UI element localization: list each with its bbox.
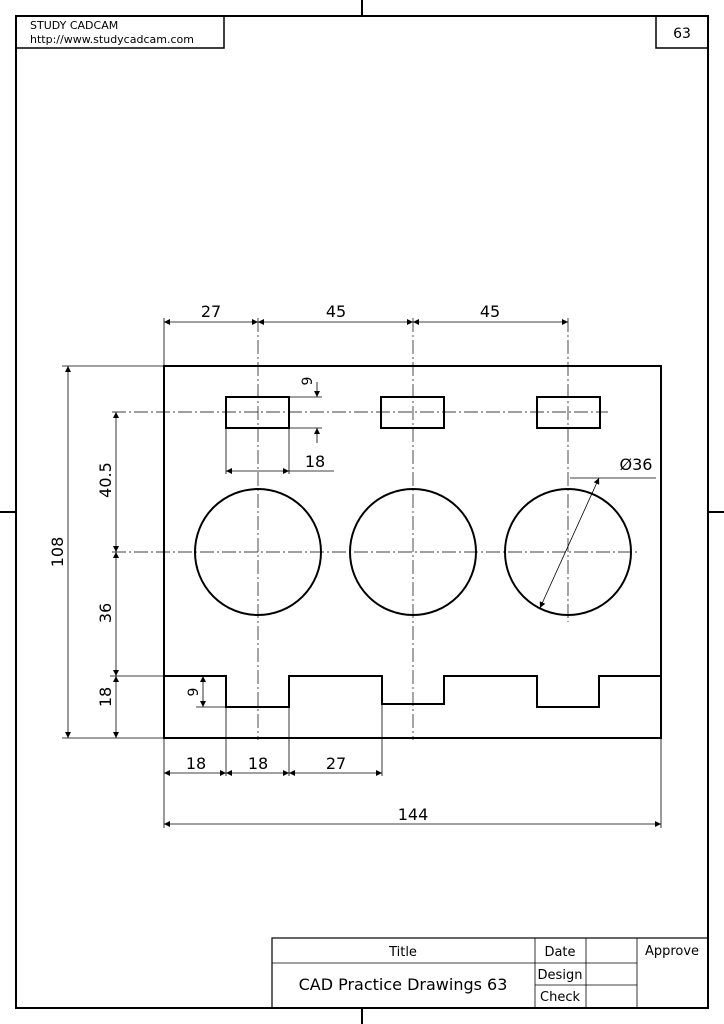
- dim-notch-depth: 9: [186, 688, 202, 697]
- dim-top-27: 27: [201, 302, 221, 321]
- dim-bottom-27: 27: [326, 754, 346, 773]
- dim-slot-height: 9: [300, 377, 316, 386]
- approve-label: Approve: [645, 944, 699, 959]
- slot-left: [225, 396, 290, 429]
- title-label: Title: [388, 945, 417, 960]
- dim-36: 36: [96, 603, 115, 623]
- company-url: http://www.studycadcam.com: [30, 33, 194, 46]
- dim-top-45-a: 45: [326, 302, 346, 321]
- dim-40-5: 40.5: [96, 462, 115, 498]
- dim-top-45-b: 45: [480, 302, 500, 321]
- slot-right: [536, 396, 601, 429]
- header-company-box: STUDY CADCAM http://www.studycadcam.com: [15, 15, 225, 49]
- dim-overall-width: 144: [398, 805, 429, 824]
- dim-slot-width: 18: [305, 452, 325, 471]
- title-block: Title CAD Practice Drawings 63 Date Desi…: [271, 937, 709, 1009]
- sheet-number-box: 63: [655, 15, 709, 49]
- company-name: STUDY CADCAM: [30, 19, 118, 32]
- dim-bottom-18-b: 18: [248, 754, 268, 773]
- dim-18-vertical: 18: [96, 687, 115, 707]
- dimension-lines: [62, 318, 662, 828]
- dim-bottom-18-a: 18: [186, 754, 206, 773]
- design-label: Design: [538, 968, 583, 983]
- check-label: Check: [540, 990, 580, 1005]
- date-label: Date: [544, 945, 575, 960]
- slot-middle: [380, 396, 445, 429]
- slots: [225, 396, 601, 429]
- dim-overall-height: 108: [48, 537, 67, 568]
- dimension-texts: 27 45 45 9 18 Ø36 108 40.5 36 18 9 18 18…: [48, 302, 652, 824]
- title-value: CAD Practice Drawings 63: [299, 975, 508, 994]
- dim-diameter: Ø36: [620, 455, 653, 474]
- sheet-number: 63: [673, 26, 691, 42]
